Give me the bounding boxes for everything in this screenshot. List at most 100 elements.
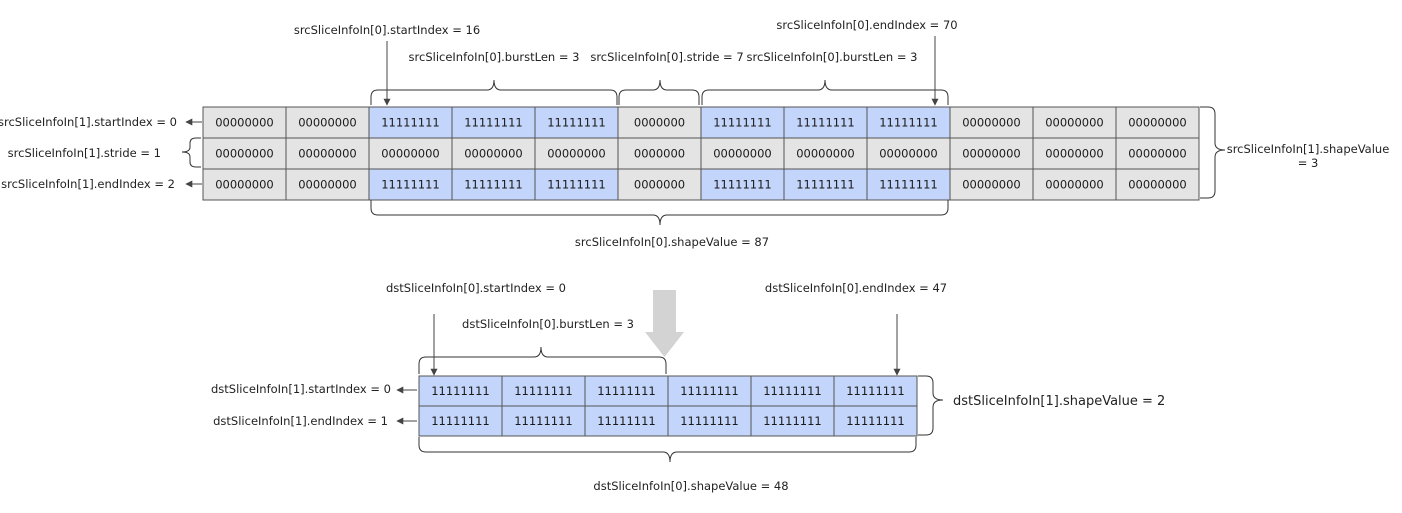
src-cell <box>700 168 785 201</box>
src-cell-value: 00000000 <box>796 147 855 161</box>
src-shape-value-1-brace <box>1200 106 1226 199</box>
src-tensor-grid: 00000000 00000000 11111111 11111111 11111111… <box>202 106 1200 201</box>
dst-start-index-1-label: dstSliceInfoIn[1].startIndex = 0 <box>211 382 391 396</box>
dst-cell-value: 11111111 <box>514 414 573 428</box>
src-cell-value: 11111111 <box>879 116 938 130</box>
dst-tensor-grid: 11111111 11111111 11111111 11111111 11111111… <box>418 375 918 437</box>
src-cell-value: 11111111 <box>381 178 440 192</box>
dst-cell <box>418 375 503 407</box>
src-cell <box>866 137 951 170</box>
src-cell <box>700 137 785 170</box>
dst-cell <box>418 405 503 437</box>
src-shape-value-0-brace <box>370 200 949 226</box>
src-cell-value: 11111111 <box>547 116 606 130</box>
src-cell-value: 11111111 <box>464 116 523 130</box>
src-cell <box>949 168 1034 201</box>
src-cell-value: 00000000 <box>298 147 357 161</box>
src-start-index-1-label: srcSliceInfoIn[1].startIndex = 0 <box>0 115 177 129</box>
src-cell <box>451 137 536 170</box>
src-cell-value: 11111111 <box>879 178 938 192</box>
src-cell-value: 11111111 <box>796 178 855 192</box>
src-cell <box>285 106 370 139</box>
src-shape-value-1-label: srcSliceInfoIn[1].shapeValue <box>1227 142 1390 156</box>
src-cell <box>949 137 1034 170</box>
src-cell <box>783 137 868 170</box>
dst-cell <box>667 405 752 437</box>
src-cell <box>451 168 536 201</box>
src-cell <box>1115 137 1200 170</box>
src-cell <box>1032 168 1117 201</box>
dst-start-index-0-label: dstSliceInfoIn[0].startIndex = 0 <box>386 281 566 295</box>
src-shape-value-1-label-line2: = 3 <box>1298 156 1319 170</box>
transfer-down-arrow-icon <box>645 290 684 357</box>
src-cell-value: 00000000 <box>215 178 274 192</box>
src-cell-value: 00000000 <box>1045 116 1104 130</box>
src-cell-value: 00000000 <box>1045 147 1104 161</box>
dst-cell-value: 11111111 <box>680 414 739 428</box>
src-cell <box>202 106 287 139</box>
dst-burst-len-label: dstSliceInfoIn[0].burstLen = 3 <box>462 317 634 331</box>
src-burst-len-a-label: srcSliceInfoIn[0].burstLen = 3 <box>409 50 580 64</box>
src-cell-value: 00000000 <box>298 178 357 192</box>
src-cell-value: 11111111 <box>464 178 523 192</box>
dst-end-index-0-label: dstSliceInfoIn[0].endIndex = 47 <box>765 281 947 295</box>
src-cell-value: 00000000 <box>713 147 772 161</box>
src-cell <box>202 168 287 201</box>
src-stride-1-brace <box>181 137 201 168</box>
src-cell <box>1115 106 1200 139</box>
src-cell <box>617 137 702 170</box>
dst-cell <box>584 375 669 407</box>
src-cell-value: 00000000 <box>1128 178 1187 192</box>
src-start-index-0-label: srcSliceInfoIn[0].startIndex = 16 <box>294 23 480 37</box>
src-cell-value: 00000000 <box>1128 147 1187 161</box>
src-cell <box>783 106 868 139</box>
src-cell-value: 00000000 <box>215 147 274 161</box>
src-cell-value: 0000000 <box>634 116 685 130</box>
src-stride-brace <box>618 79 700 105</box>
dst-shape-value-0-label: dstSliceInfoIn[0].shapeValue = 48 <box>593 479 788 493</box>
src-cell <box>1115 168 1200 201</box>
src-stride-1-label: srcSliceInfoIn[1].stride = 1 <box>8 146 161 160</box>
src-cell-value: 00000000 <box>1045 178 1104 192</box>
src-cell-value: 00000000 <box>215 116 274 130</box>
src-cell-value: 00000000 <box>298 116 357 130</box>
dst-cell <box>833 375 918 407</box>
src-cell <box>285 137 370 170</box>
src-cell-value: 0000000 <box>634 147 685 161</box>
src-cell-value: 00000000 <box>1128 116 1187 130</box>
src-cell <box>368 168 453 201</box>
dst-cell-value: 11111111 <box>597 384 656 398</box>
dst-cell-value: 11111111 <box>846 414 905 428</box>
dst-burst-len-brace <box>418 346 667 374</box>
src-cell-value: 00000000 <box>879 147 938 161</box>
dst-cell-value: 11111111 <box>514 384 573 398</box>
dst-cell-value: 11111111 <box>763 414 822 428</box>
src-cell <box>949 106 1034 139</box>
src-cell-value: 00000000 <box>962 178 1021 192</box>
src-end-index-1-label: srcSliceInfoIn[1].endIndex = 2 <box>1 177 175 191</box>
src-cell-value: 11111111 <box>713 116 772 130</box>
dst-cell-value: 11111111 <box>846 384 905 398</box>
dst-cell-value: 11111111 <box>597 414 656 428</box>
dst-cell <box>833 405 918 437</box>
src-cell-value: 11111111 <box>796 116 855 130</box>
src-stride-0-label: srcSliceInfoIn[0].stride = 7 <box>590 50 743 64</box>
src-cell-value: 00000000 <box>962 147 1021 161</box>
dst-cell-value: 11111111 <box>431 414 490 428</box>
dst-cell <box>584 405 669 437</box>
dst-cell-value: 11111111 <box>763 384 822 398</box>
src-cell-value: 00000000 <box>547 147 606 161</box>
src-cell-value: 11111111 <box>547 178 606 192</box>
dst-end-index-1-label: dstSliceInfoIn[1].endIndex = 1 <box>213 414 388 428</box>
src-burst-len-b-brace <box>701 79 949 105</box>
src-cell <box>534 137 619 170</box>
src-cell <box>1032 137 1117 170</box>
dst-cell <box>667 375 752 407</box>
src-end-index-0-label: srcSliceInfoIn[0].endIndex = 70 <box>776 18 957 32</box>
src-burst-len-b-label: srcSliceInfoIn[0].burstLen = 3 <box>747 50 918 64</box>
src-cell <box>617 106 702 139</box>
src-cell-value: 11111111 <box>713 178 772 192</box>
dst-cell <box>750 405 835 437</box>
dst-cell-value: 11111111 <box>680 384 739 398</box>
